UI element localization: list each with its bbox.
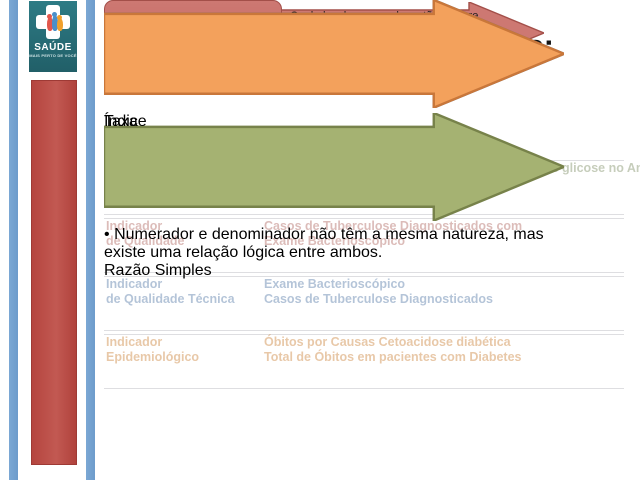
figure-red-icon xyxy=(47,17,53,31)
saude-logo: SAÚDE MAIS PERTO DE VOCÊ xyxy=(29,1,77,72)
figure-orange-head-icon xyxy=(57,15,62,20)
arrow-description-green: • Numerador e denominador não têm a mesm… xyxy=(104,225,544,261)
ghost-cell-right: Óbitos por Causas Cetoacidose diabética … xyxy=(264,335,522,364)
label-razao-simples[interactable]: Razão Simples xyxy=(104,262,564,280)
ghost-row: Indicador de Qualidade Casos de Tubercul… xyxy=(104,218,624,273)
ghost-cell-left: Indicador de Qualidade xyxy=(106,219,185,248)
arrow-shape-green xyxy=(102,111,568,226)
bullet-marker: • xyxy=(104,225,110,243)
ghost-cell-left: Indicador de Qualidade Técnica xyxy=(106,277,235,306)
label-text: Razão Simples xyxy=(104,261,212,279)
logo-tagline: MAIS PERTO DE VOCÊ xyxy=(29,53,77,58)
figure-red-head-icon xyxy=(47,14,52,19)
ghost-row: Indicador Epidemiológico Óbitos por Caus… xyxy=(104,334,624,389)
indicator-row-indice: Índice xyxy=(102,0,568,130)
label-text: Taxa xyxy=(104,112,138,130)
figure-blue-head-icon xyxy=(52,12,57,17)
label-text: Índice xyxy=(104,112,147,130)
indicator-row-razao-simples: • Numerador e denominador não têm a mesm… xyxy=(102,111,568,279)
left-rail-inner xyxy=(86,0,95,480)
health-cross-icon xyxy=(36,5,70,39)
arrow-shape-orange xyxy=(102,0,568,113)
ghost-cell-right: Casos de Tuberculose Diagnosticados com … xyxy=(264,219,523,248)
left-rail-outer xyxy=(9,0,18,480)
ghost-row: Indicador de Qualidade Técnica Exame Bac… xyxy=(104,276,624,331)
ghost-cell-left: Indicador Epidemiológico xyxy=(106,335,200,364)
sidebar-red-bar xyxy=(31,80,77,465)
label-taxa[interactable]: Taxa xyxy=(104,113,564,131)
figure-orange-icon xyxy=(57,18,63,31)
logo-wordmark: SAÚDE xyxy=(34,42,72,53)
ghost-cell-right: Exame Bacterioscópico Casos de Tuberculo… xyxy=(264,277,493,306)
label-indice[interactable]: Índice xyxy=(104,113,564,131)
figure-blue-icon xyxy=(52,15,58,31)
